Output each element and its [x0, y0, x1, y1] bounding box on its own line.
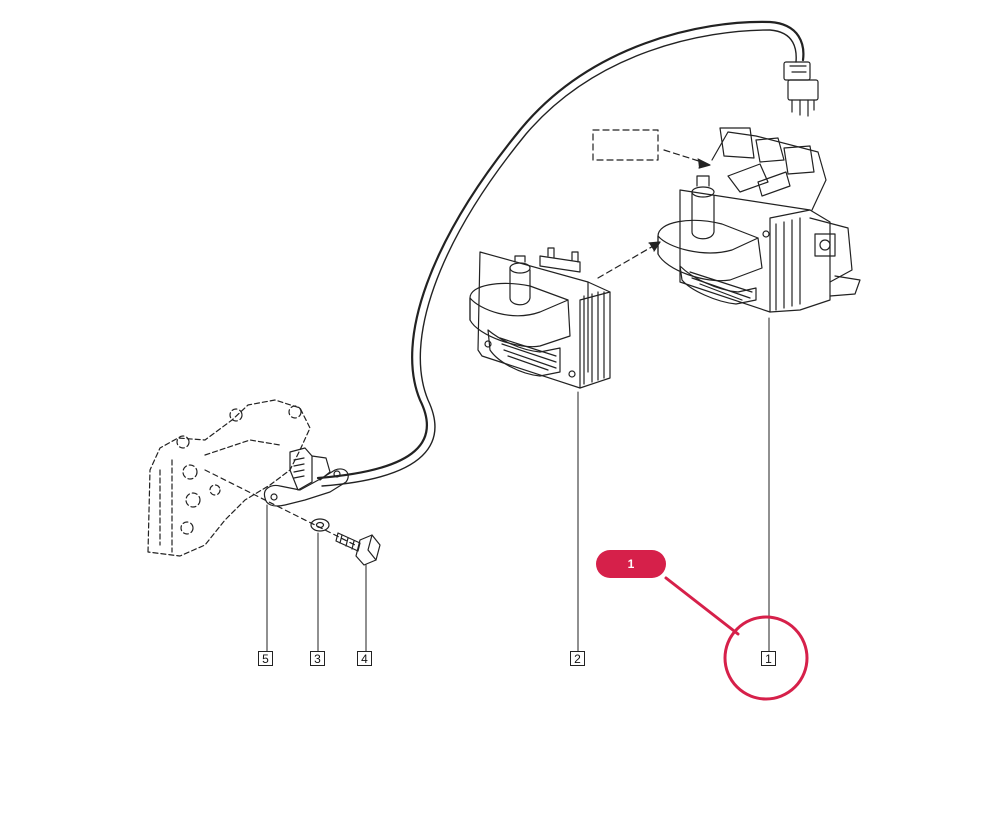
highlight-callout	[664, 576, 809, 701]
washer	[310, 518, 330, 532]
part-label-4[interactable]: 4	[357, 651, 372, 666]
cable-connector	[783, 61, 819, 117]
ignition-coil	[469, 247, 611, 389]
crankshaft-sensor	[263, 447, 349, 507]
highlight-badge[interactable]: 1	[596, 550, 666, 578]
assembly-guide-line	[204, 469, 356, 546]
ignition-module	[657, 127, 861, 313]
leader-lines	[266, 317, 770, 652]
part-label-1[interactable]: 1	[761, 651, 776, 666]
part-label-3[interactable]: 3	[310, 651, 325, 666]
sensor-cable	[316, 20, 805, 487]
reference-box	[592, 129, 711, 169]
part-label-5[interactable]: 5	[258, 651, 273, 666]
coil-to-module-arrow	[597, 241, 661, 279]
engine-block	[147, 399, 311, 557]
bolt	[335, 532, 381, 566]
part-label-2[interactable]: 2	[570, 651, 585, 666]
